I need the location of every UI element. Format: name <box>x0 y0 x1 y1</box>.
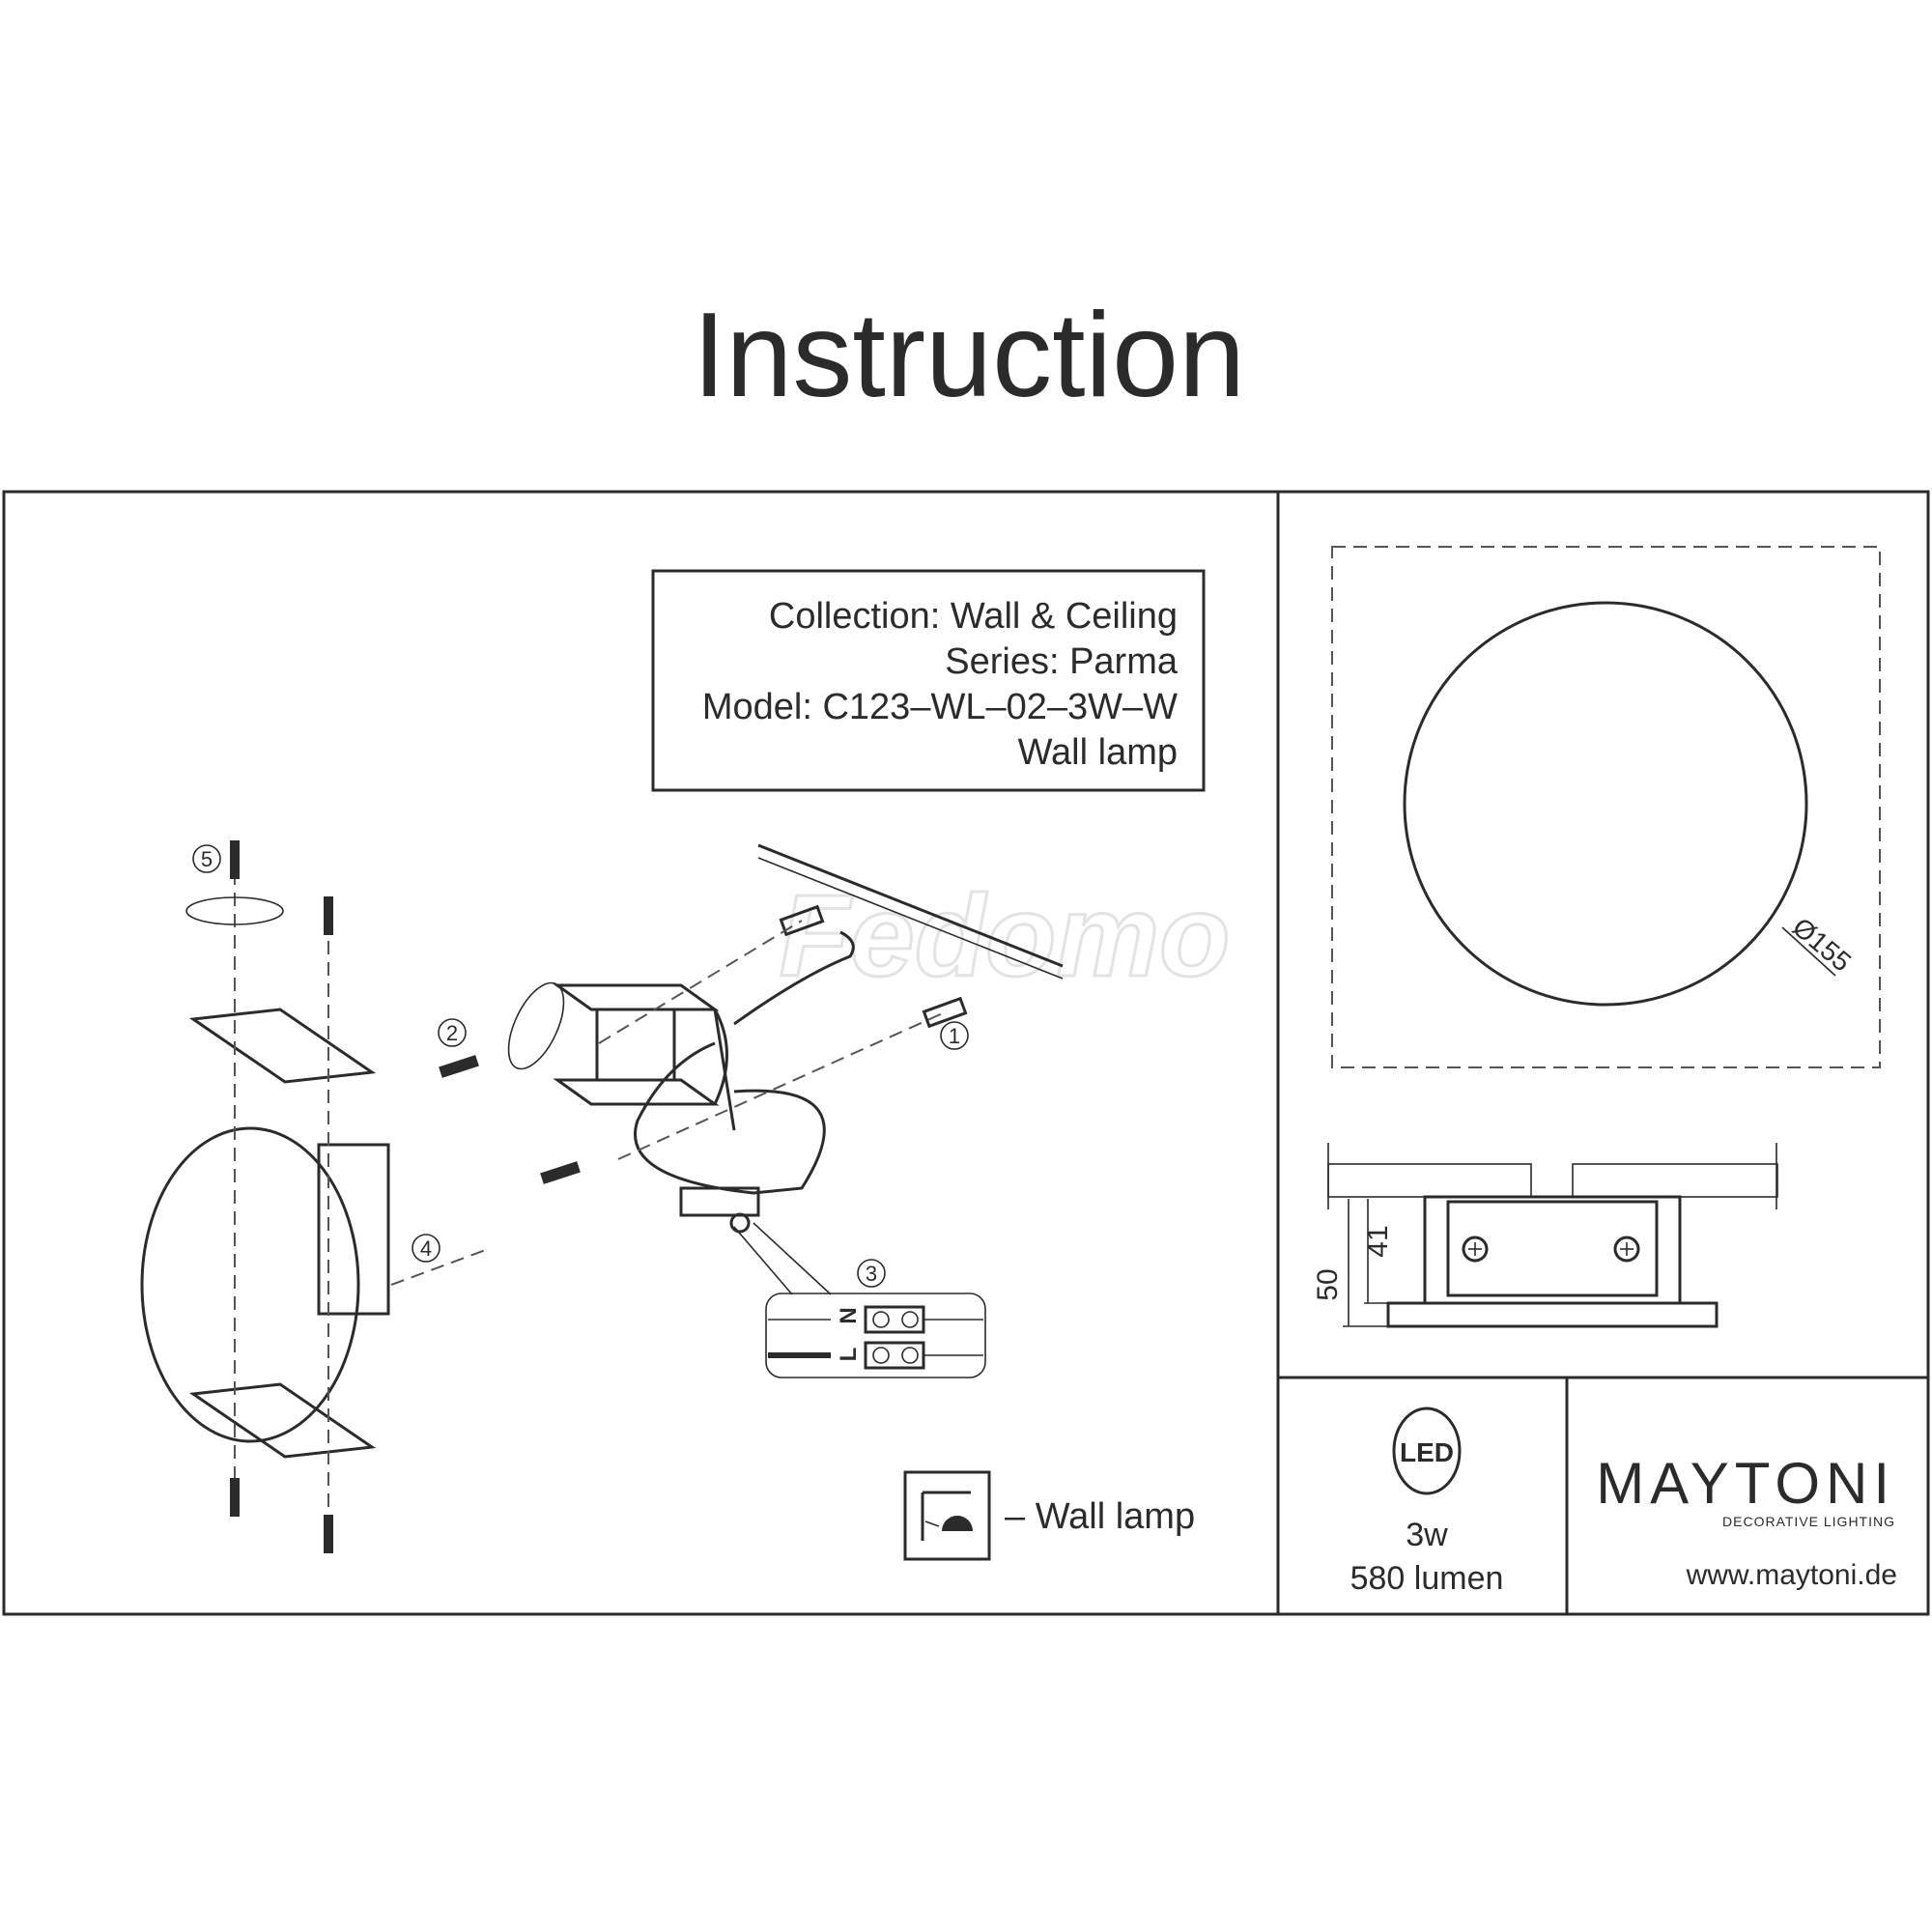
series-label: Series: Parma <box>945 641 1179 682</box>
mounting-plate-bottom <box>188 1382 377 1459</box>
mounting-plate-top <box>188 1008 377 1084</box>
page-title: Instruction <box>693 289 1245 422</box>
svg-text:1: 1 <box>949 1024 960 1048</box>
neutral-label: N <box>836 1307 862 1323</box>
specs-panel: LED 3w 580 lumen <box>1350 1406 1504 1597</box>
lamp-disc <box>140 1126 390 1443</box>
model-label: Model: C123–WL–02–3W–W <box>702 687 1178 727</box>
diameter-label: Ø155 <box>1787 912 1857 978</box>
wall-plug-1 <box>779 904 825 937</box>
brand-panel: MAYTONI DECORATIVE LIGHTING www.maytoni.… <box>1596 1451 1897 1591</box>
step-marker-3: 3 <box>857 1259 886 1288</box>
screw-2 <box>439 1055 479 1078</box>
svg-text:5: 5 <box>201 847 213 871</box>
website-link[interactable]: www.maytoni.de <box>1686 1559 1897 1591</box>
type-label: Wall lamp <box>1018 732 1178 773</box>
step-marker-1: 1 <box>940 1021 969 1050</box>
arrow-4 <box>390 1247 492 1286</box>
front-view: Ø155 <box>1331 546 1881 1068</box>
svg-text:2: 2 <box>446 1021 458 1045</box>
step-marker-5: 5 <box>192 844 221 873</box>
legend-label: – Wall lamp <box>1005 1496 1195 1537</box>
power-label: 3w <box>1406 1517 1448 1553</box>
screw-3 <box>540 1161 581 1184</box>
svg-text:4: 4 <box>420 1236 432 1261</box>
svg-text:3: 3 <box>866 1262 877 1286</box>
outer-frame <box>2 490 1930 1616</box>
brand-logo: MAYTONI <box>1596 1451 1895 1516</box>
depth-50-label: 50 <box>1312 1268 1344 1300</box>
wall-lamp-legend: – Wall lamp <box>903 1470 1195 1561</box>
terminal-block <box>679 1186 760 1217</box>
collection-label: Collection: Wall & Ceiling <box>769 596 1178 637</box>
step-marker-2: 2 <box>438 1018 467 1047</box>
wall-plug-2 <box>922 996 968 1029</box>
wiring-inset: N L <box>765 1293 986 1378</box>
lumen-label: 580 lumen <box>1350 1560 1504 1597</box>
step-marker-4: 4 <box>412 1234 440 1263</box>
rotate-arrow-icon <box>507 981 565 1070</box>
assembly-diagram: 5 2 1 3 4 N L <box>140 840 1064 1555</box>
rotate-arrow-icon <box>185 896 284 925</box>
mounting-bracket <box>553 983 736 1131</box>
depth-41-label: 41 <box>1362 1225 1394 1257</box>
led-badge-icon <box>1392 1406 1462 1495</box>
screw-5 <box>230 840 240 879</box>
watermark: Fedomo <box>780 871 1231 1001</box>
brand-tagline: DECORATIVE LIGHTING <box>1722 1514 1895 1529</box>
side-view: 50 41 <box>1312 1143 1778 1328</box>
wall-lamp-icon <box>921 1491 973 1541</box>
live-label: L <box>836 1348 862 1362</box>
product-info-box: Collection: Wall & Ceiling Series: Parma… <box>651 569 1206 792</box>
led-badge-label: LED <box>1400 1437 1454 1467</box>
